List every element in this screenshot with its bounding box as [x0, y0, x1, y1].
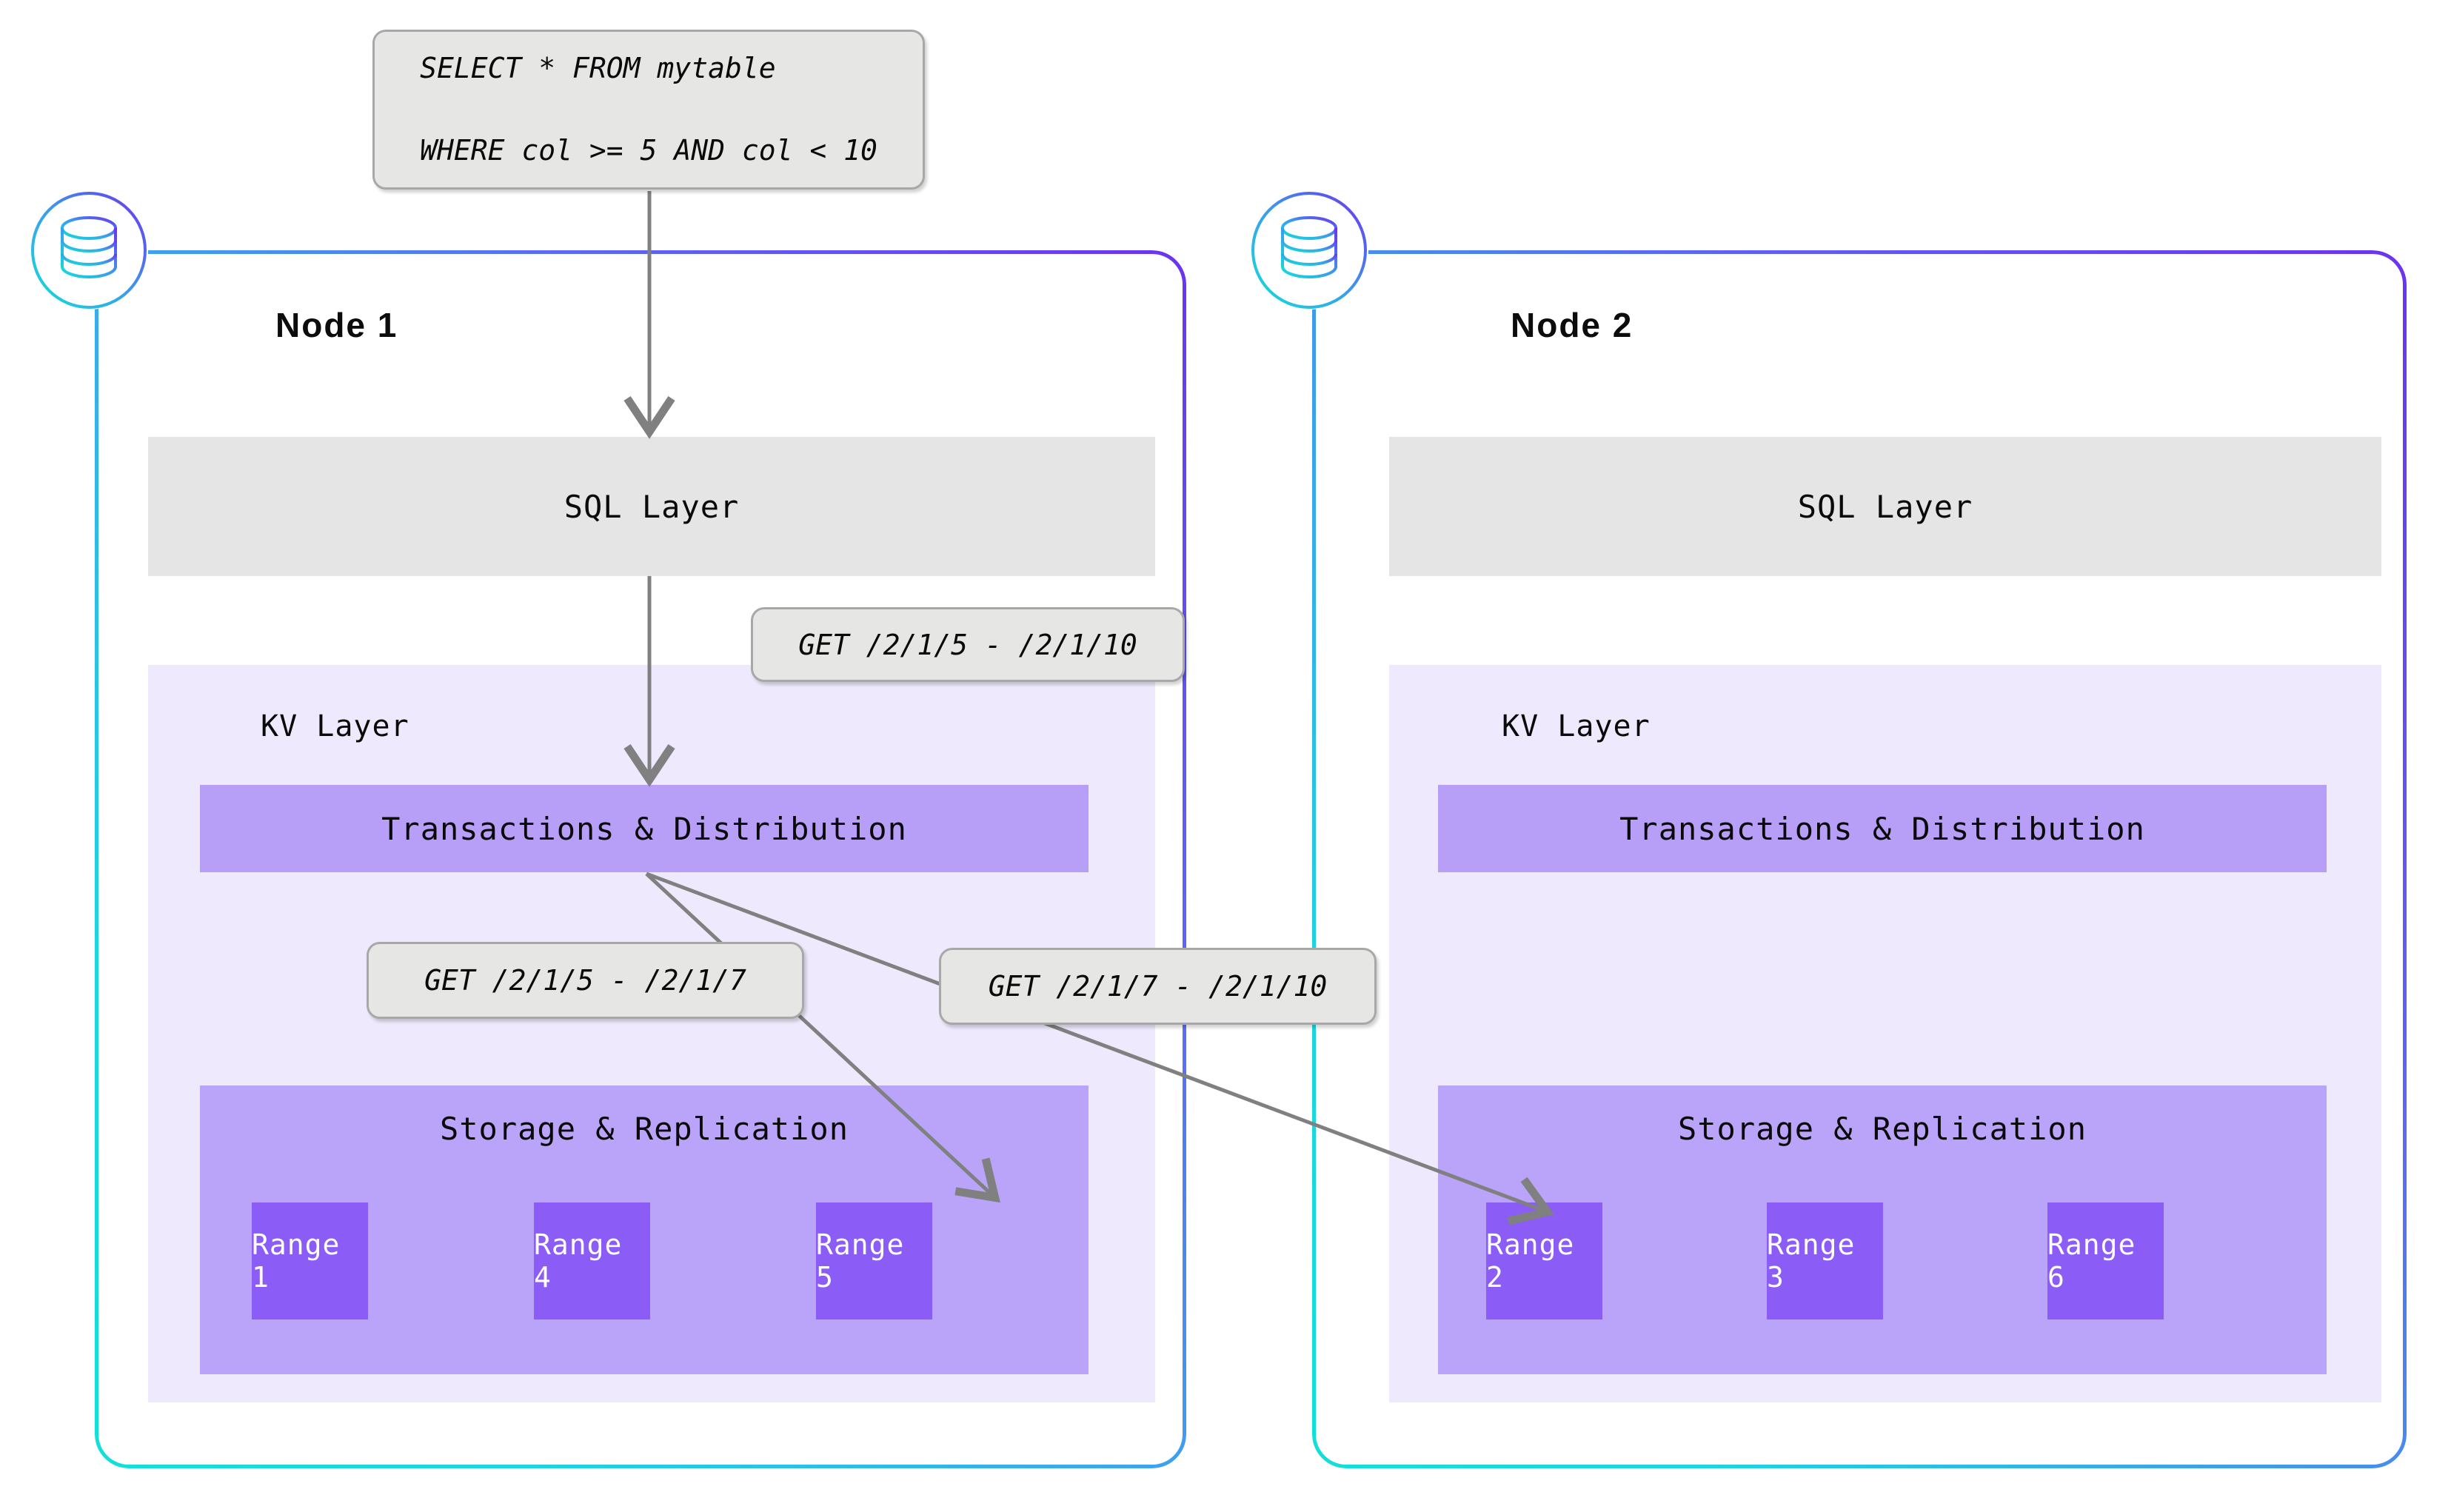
callout-kv-to-remote-range-text: GET /2/1/7 - /2/1/10	[988, 970, 1328, 1003]
node-2-kv-layer-label: KV Layer	[1502, 709, 1651, 743]
node-2-transactions-label: Transactions & Distribution	[1619, 810, 2145, 847]
node-1-title: Node 1	[275, 306, 398, 344]
node-2-storage-label: Storage & Replication	[1677, 1111, 2087, 1147]
node-1-range-5[interactable]: Range 5	[816, 1202, 932, 1319]
node-2-range-6[interactable]: Range 6	[2047, 1202, 2164, 1319]
node-1-badge	[30, 191, 148, 310]
sql-query-line-1: SELECT * FROM mytable	[420, 52, 776, 85]
node-1-range-4[interactable]: Range 4	[534, 1202, 650, 1319]
node-1-storage-bar: Storage & Replication Range 1 Range 4 Ra…	[200, 1086, 1089, 1374]
node-1-storage-label: Storage & Replication	[439, 1111, 849, 1147]
node-1-kv-layer-label: KV Layer	[261, 709, 409, 743]
node-1-transactions-bar: Transactions & Distribution	[200, 785, 1089, 872]
node-1-transactions-label: Transactions & Distribution	[381, 810, 907, 847]
callout-sql-to-kv-text: GET /2/1/5 - /2/1/10	[798, 628, 1137, 661]
range-label: Range 2	[1486, 1228, 1575, 1294]
database-icon	[1251, 192, 1367, 309]
node-1-sql-layer-label: SQL Layer	[564, 488, 740, 525]
callout-kv-to-local-range: GET /2/1/5 - /2/1/7	[367, 942, 804, 1019]
node-2-title: Node 2	[1511, 306, 1634, 344]
node-1-range-1[interactable]: Range 1	[252, 1202, 368, 1319]
node-1-sql-layer: SQL Layer	[148, 437, 1155, 576]
node-2-sql-layer: SQL Layer	[1389, 437, 2381, 576]
range-label: Range 1	[252, 1228, 341, 1294]
node-2-badge	[1250, 191, 1368, 310]
node-2-sql-layer-label: SQL Layer	[1797, 488, 1973, 525]
node-2-range-2[interactable]: Range 2	[1486, 1202, 1602, 1319]
range-label: Range 6	[2047, 1228, 2136, 1294]
node-2-transactions-bar: Transactions & Distribution	[1438, 785, 2327, 872]
sql-query-line-2: WHERE col >= 5 AND col < 10	[420, 133, 877, 167]
range-label: Range 5	[816, 1228, 905, 1294]
callout-kv-to-local-range-text: GET /2/1/5 - /2/1/7	[424, 964, 746, 997]
node-2-storage-bar: Storage & Replication Range 2 Range 3 Ra…	[1438, 1086, 2327, 1374]
node-2-range-3[interactable]: Range 3	[1767, 1202, 1883, 1319]
database-icon	[31, 192, 147, 309]
range-label: Range 3	[1767, 1228, 1856, 1294]
range-label: Range 4	[534, 1228, 623, 1294]
callout-kv-to-remote-range: GET /2/1/7 - /2/1/10	[939, 948, 1377, 1025]
callout-sql-to-kv: GET /2/1/5 - /2/1/10	[751, 607, 1185, 682]
